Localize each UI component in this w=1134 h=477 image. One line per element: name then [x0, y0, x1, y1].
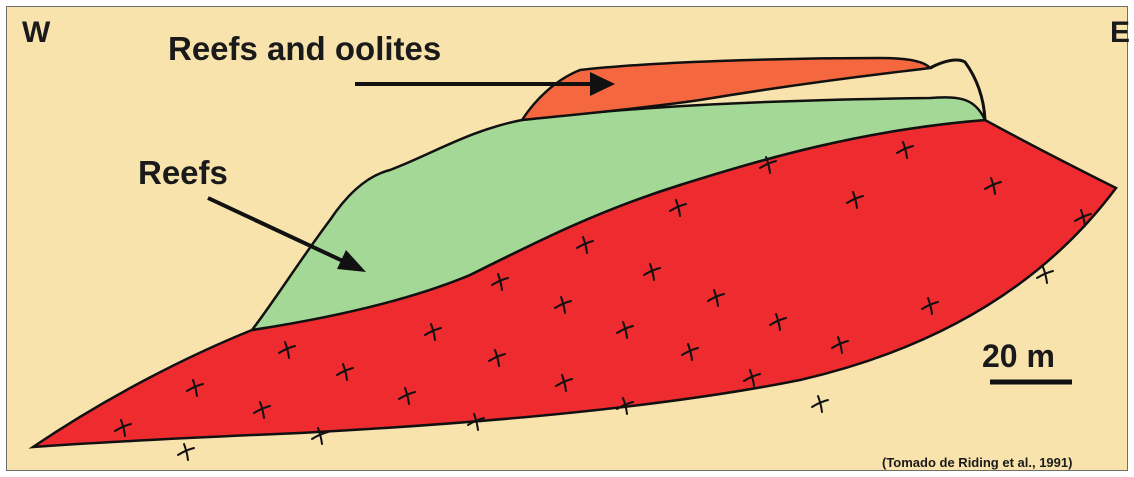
cross-mark — [178, 444, 194, 460]
citation-label: (Tomado de Riding et al., 1991) — [882, 455, 1072, 470]
scale-label: 20 m — [982, 338, 1055, 374]
east-label: E — [1110, 16, 1130, 49]
cross-mark — [812, 396, 828, 412]
west-label: W — [22, 16, 51, 49]
reefs-label: Reefs — [138, 154, 228, 191]
reefs-and-oolites-label: Reefs and oolites — [168, 30, 441, 67]
